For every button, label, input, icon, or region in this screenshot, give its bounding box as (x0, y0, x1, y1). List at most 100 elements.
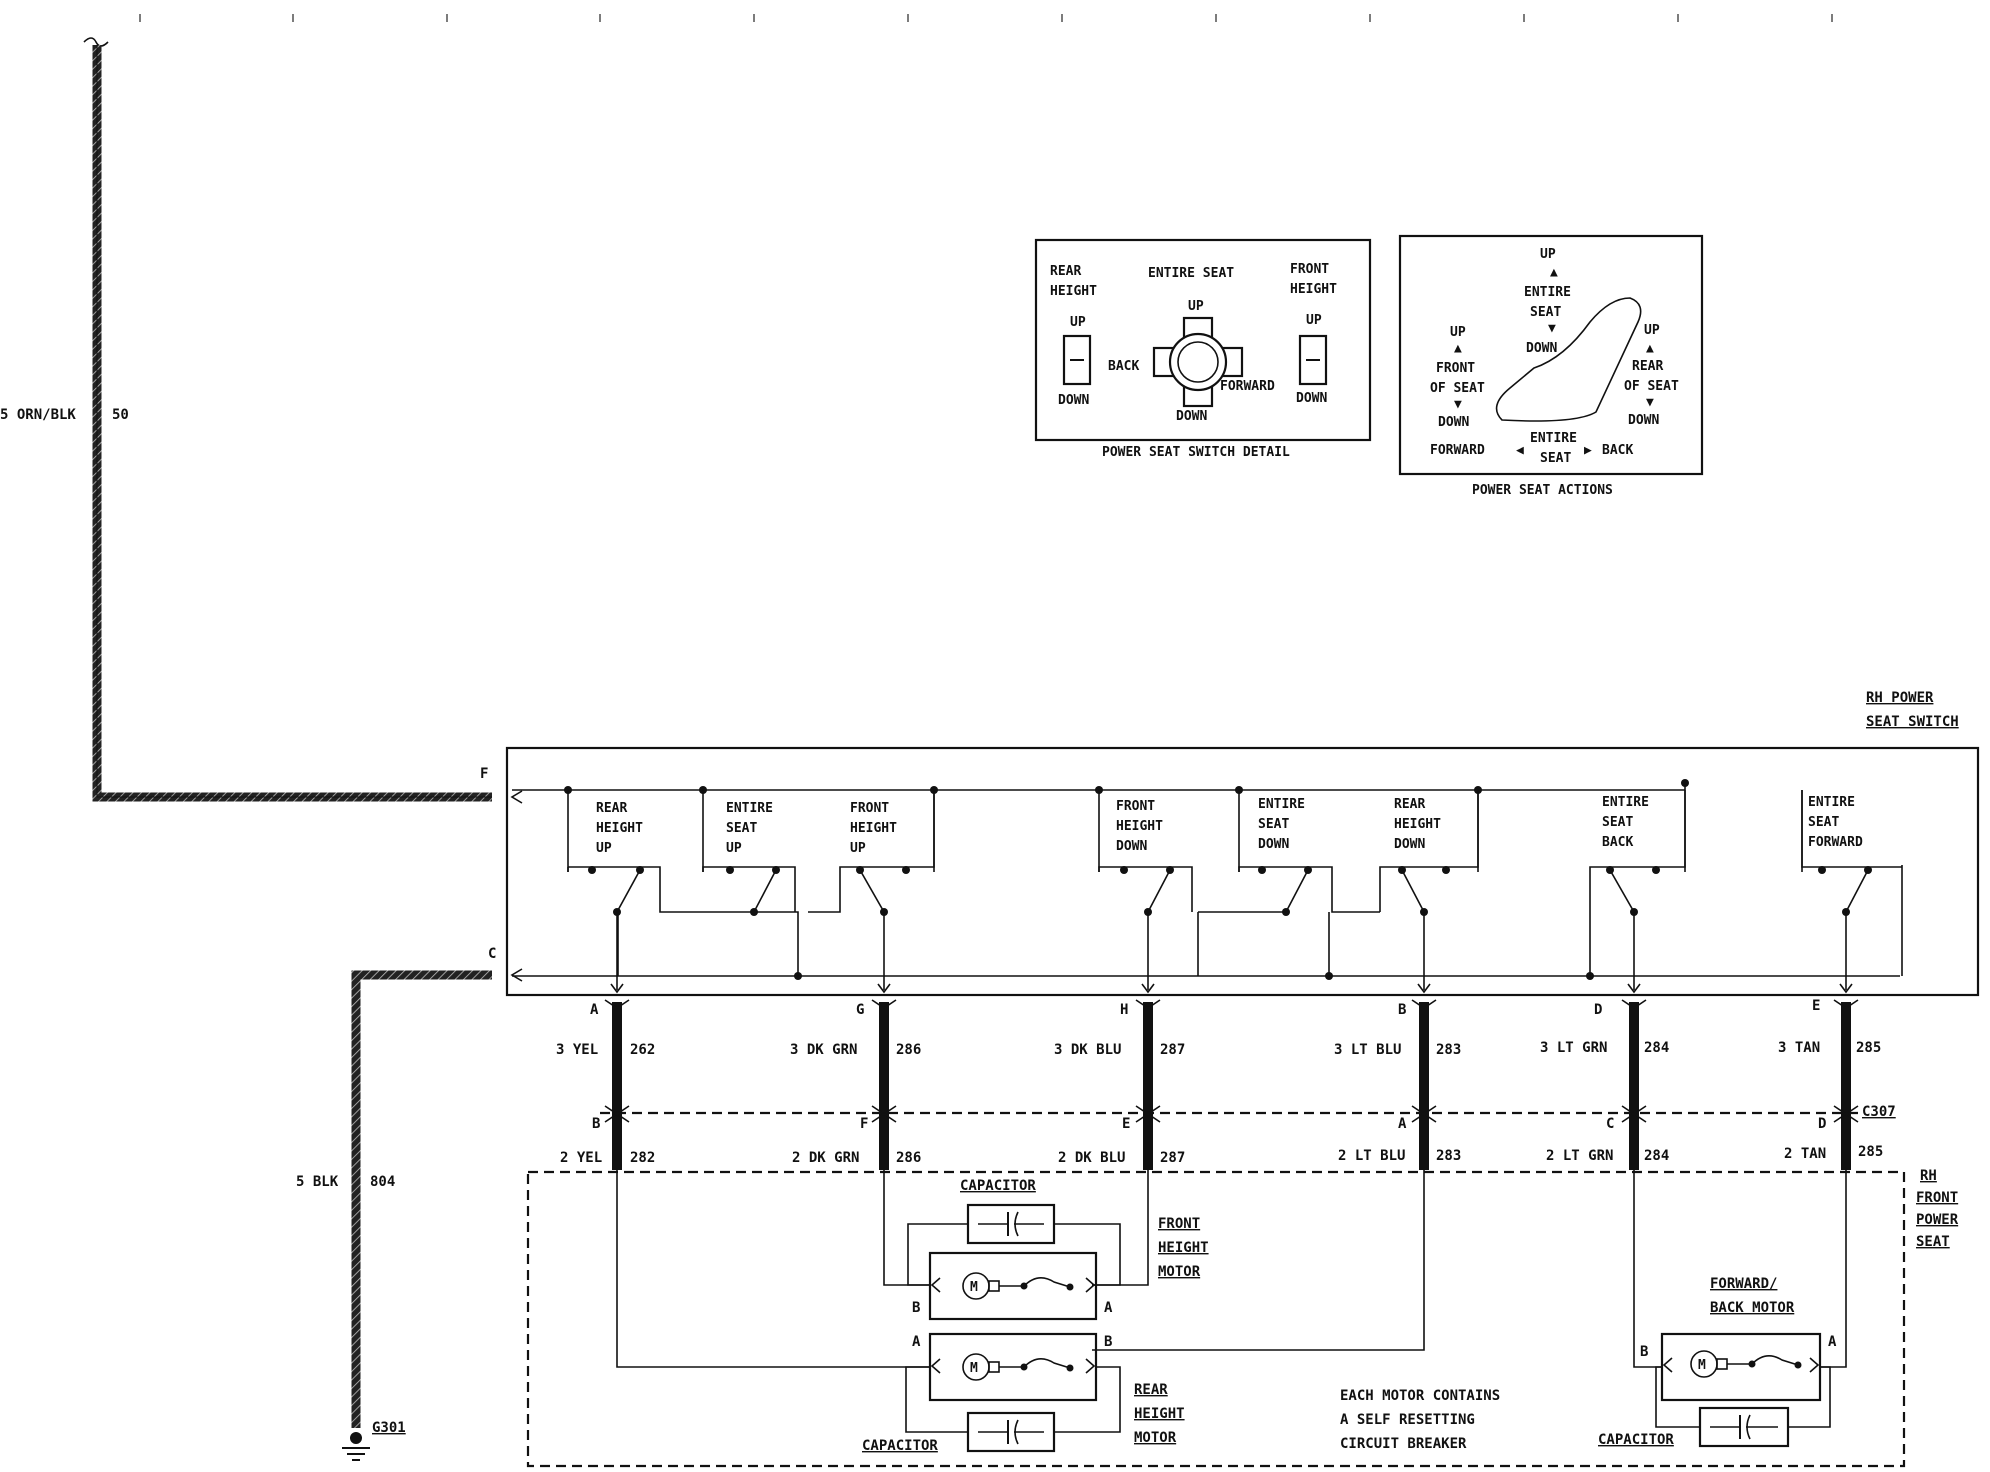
actions-forward: FORWARD (1430, 443, 1485, 458)
actions-front-of-seat-l1: FRONT (1436, 361, 1475, 376)
section-entire-seat-up-l2: SEAT (726, 821, 757, 836)
top-ruler-ticks (139, 14, 1833, 22)
switch-terminal-f: F (480, 766, 488, 782)
section-rear-height-down-l3: DOWN (1394, 837, 1425, 852)
switch-contact-rear-height-up (567, 866, 754, 994)
upper-pin-e: E (1812, 998, 1820, 1014)
connector-c307-pins (604, 999, 1859, 1123)
lower-wire-dkblu-circuit: 287 (1160, 1150, 1185, 1166)
motor-note-l2: A SELF RESETTING (1340, 1412, 1475, 1428)
svg-text:▼: ▼ (1646, 395, 1654, 410)
detail-front-down: DOWN (1296, 391, 1327, 406)
section-rear-height-up-l1: REAR (596, 801, 627, 816)
front-height-motor: M B A FRONT HEIGHT MOTOR (912, 1216, 1209, 1321)
detail-front-height-l1: FRONT (1290, 262, 1329, 277)
section-front-height-down-l3: DOWN (1116, 839, 1147, 854)
section-rear-height-up-l3: UP (596, 841, 612, 856)
ground-wire: 5 BLK 804 G301 (296, 970, 492, 1461)
actions-front-up: UP (1450, 325, 1466, 340)
ground-point-label: G301 (372, 1420, 406, 1436)
lower-wire-tan-circuit: 285 (1858, 1144, 1883, 1160)
actions-front-down: DOWN (1438, 415, 1469, 430)
lower-wire-ltgrn-circuit: 284 (1644, 1148, 1669, 1164)
upper-pin-d: D (1594, 1002, 1602, 1018)
upper-pin-g: G (856, 1002, 864, 1018)
upper-pin-b: B (1398, 1002, 1406, 1018)
upper-wire-tan-circuit: 285 (1856, 1040, 1881, 1056)
upper-wire-ltgrn-color: 3 LT GRN (1540, 1040, 1607, 1056)
section-front-height-up-l3: UP (850, 841, 866, 856)
connector-c307-label: C307 (1862, 1104, 1896, 1120)
section-entire-seat-down-l2: SEAT (1258, 817, 1289, 832)
switch-contact-front-height-down (1098, 866, 1193, 994)
actions-rear-down: DOWN (1628, 413, 1659, 428)
feed-wire-color: 5 ORN/BLK (0, 407, 76, 423)
upper-pin-a: A (590, 1002, 599, 1018)
lower-wire-dkgrn-circuit: 286 (896, 1150, 921, 1166)
section-entire-seat-forward-l3: FORWARD (1808, 835, 1863, 850)
svg-text:▲: ▲ (1454, 341, 1462, 356)
section-front-height-down-l2: HEIGHT (1116, 819, 1163, 834)
section-entire-seat-down-l3: DOWN (1258, 837, 1289, 852)
ground-wire-color: 5 BLK (296, 1174, 339, 1190)
section-rear-height-down-l2: HEIGHT (1394, 817, 1441, 832)
actions-entire-down: DOWN (1526, 341, 1557, 356)
switch-title-line2: SEAT SWITCH (1866, 714, 1959, 730)
ground-symbol (342, 1432, 370, 1461)
front-motor-label-l2: HEIGHT (1158, 1240, 1209, 1256)
switch-contact-front-height-up (808, 790, 935, 994)
lower-pin-c: C (1606, 1116, 1614, 1132)
rear-capacitor-label: CAPACITOR (862, 1438, 938, 1454)
front-motor-label-l1: FRONT (1158, 1216, 1200, 1232)
actions-rear-up: UP (1644, 323, 1660, 338)
switch-title-line1: RH POWER (1866, 690, 1934, 706)
switch-contact-rear-height-down (1379, 790, 1479, 994)
seat-title-line3: POWER (1916, 1212, 1959, 1228)
detail-rear-height-rocker (1062, 334, 1092, 386)
lower-pin-d: D (1818, 1116, 1826, 1132)
svg-text:▼: ▼ (1548, 321, 1556, 336)
upper-wire-yel-color: 3 YEL (556, 1042, 598, 1058)
switch-contact-entire-seat-back (1589, 790, 1686, 994)
switch-terminal-c: C (488, 946, 496, 962)
svg-text:▲: ▲ (1550, 265, 1558, 280)
upper-wire-dkblu-circuit: 287 (1160, 1042, 1185, 1058)
section-entire-seat-up-l3: UP (726, 841, 742, 856)
actions-rear-of-seat-l2: OF SEAT (1624, 379, 1679, 394)
detail-rear-up: UP (1070, 315, 1086, 330)
ground-wire-circuit: 804 (370, 1174, 395, 1190)
detail-rear-height-l1: REAR (1050, 264, 1081, 279)
actions-entire-seat-l2: SEAT (1530, 305, 1561, 320)
switch-contact-entire-seat-up (702, 866, 796, 916)
section-entire-seat-back-l3: BACK (1602, 835, 1633, 850)
section-entire-seat-back-l2: SEAT (1602, 815, 1633, 830)
feed-wire: 5 ORN/BLK 50 (0, 37, 492, 802)
detail-forward: FORWARD (1220, 379, 1275, 394)
motor-note-l3: CIRCUIT BREAKER (1340, 1436, 1467, 1452)
switch-contact-entire-seat-forward (1801, 790, 1902, 994)
feed-wire-circuit: 50 (112, 407, 129, 423)
section-entire-seat-back-l1: ENTIRE (1602, 795, 1649, 810)
section-entire-seat-up-l1: ENTIRE (726, 801, 773, 816)
fwd-motor-label-l2: BACK MOTOR (1710, 1300, 1795, 1316)
detail-front-up: UP (1306, 313, 1322, 328)
upper-wire-yel-circuit: 262 (630, 1042, 655, 1058)
section-rear-height-up-l2: HEIGHT (596, 821, 643, 836)
actions-entire-seat-l1: ENTIRE (1524, 285, 1571, 300)
front-capacitor-label: CAPACITOR (960, 1178, 1036, 1194)
fwd-capacitor-label: CAPACITOR (1598, 1432, 1674, 1448)
seat-title-line2: FRONT (1916, 1190, 1958, 1206)
detail-seat-up: UP (1188, 299, 1204, 314)
actions-entire-up: UP (1540, 247, 1556, 262)
section-rear-height-down-l1: REAR (1394, 797, 1425, 812)
detail-rear-down: DOWN (1058, 393, 1089, 408)
seat-title-line1: RH (1920, 1168, 1937, 1184)
upper-wire-dkblu-color: 3 DK BLU (1054, 1042, 1121, 1058)
seat-outline-icon (1495, 297, 1642, 422)
motor-note-l1: EACH MOTOR CONTAINS (1340, 1388, 1500, 1404)
rear-motor-label-l3: MOTOR (1134, 1430, 1177, 1446)
detail-front-height-l2: HEIGHT (1290, 282, 1337, 297)
detail-rear-height-l2: HEIGHT (1050, 284, 1097, 299)
upper-wire-dkgrn-color: 3 DK GRN (790, 1042, 857, 1058)
